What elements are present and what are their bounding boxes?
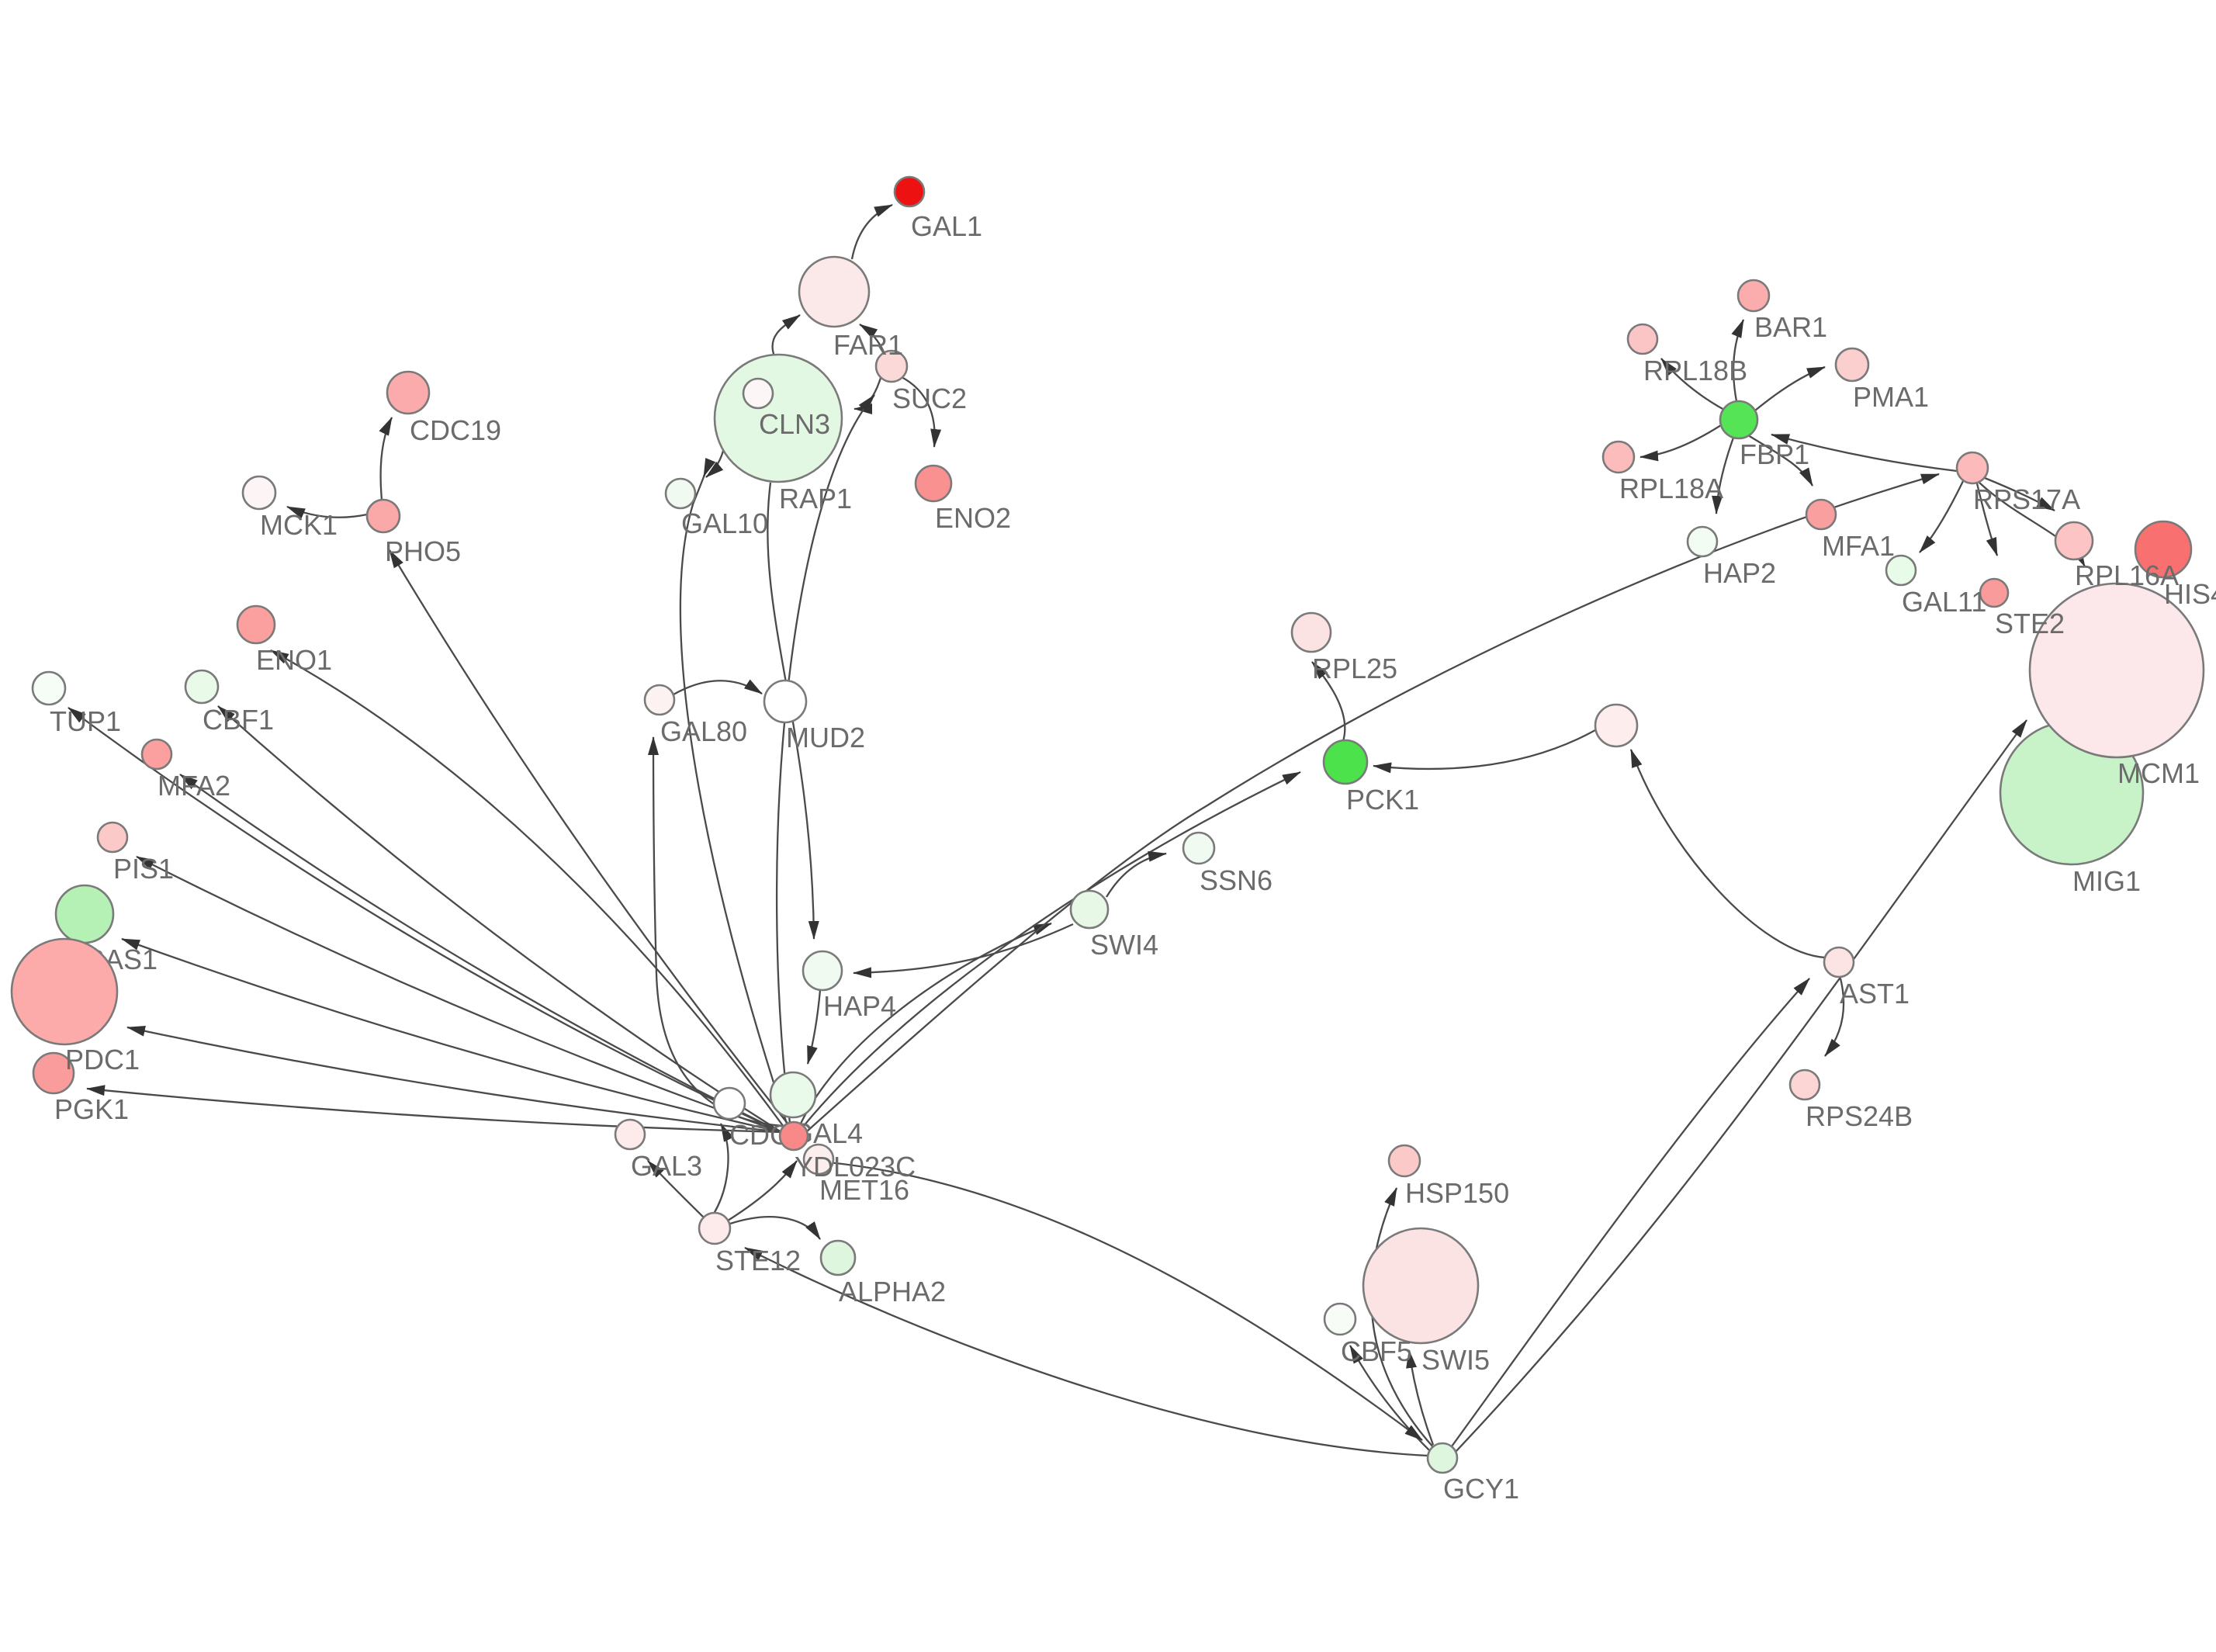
svg-text:RPS17A: RPS17A — [1973, 483, 2080, 515]
svg-text:HAP2: HAP2 — [1703, 557, 1776, 589]
svg-text:CBF1: CBF1 — [203, 704, 274, 736]
svg-text:RPL16A: RPL16A — [2075, 559, 2179, 591]
svg-text:GAL11: GAL11 — [1902, 586, 1986, 618]
svg-text:YDL023C: YDL023C — [795, 1151, 916, 1183]
svg-text:HSP150: HSP150 — [1405, 1177, 1509, 1209]
svg-text:STE2: STE2 — [1995, 608, 2065, 639]
svg-text:SUC2: SUC2 — [892, 383, 967, 414]
svg-text:GAL1: GAL1 — [911, 210, 982, 242]
svg-text:BAR1: BAR1 — [1754, 311, 1827, 343]
svg-text:MUD2: MUD2 — [786, 722, 865, 753]
svg-text:FBP1: FBP1 — [1740, 438, 1809, 470]
svg-text:SWI5: SWI5 — [1421, 1344, 1490, 1376]
svg-text:HAP4: HAP4 — [823, 990, 896, 1022]
svg-text:CBF5: CBF5 — [1341, 1335, 1412, 1367]
svg-text:GAL3: GAL3 — [631, 1150, 702, 1182]
svg-text:ALPHA2: ALPHA2 — [839, 1276, 946, 1307]
svg-text:FAR1: FAR1 — [833, 329, 903, 361]
svg-text:ENO1: ENO1 — [256, 644, 332, 676]
svg-text:RPL18A: RPL18A — [1619, 473, 1723, 504]
svg-text:PDC1: PDC1 — [65, 1044, 140, 1075]
svg-text:GAL10: GAL10 — [681, 507, 768, 539]
svg-text:GAL80: GAL80 — [660, 715, 747, 747]
svg-text:MIG1: MIG1 — [2072, 865, 2141, 897]
svg-text:RAP1: RAP1 — [779, 483, 852, 514]
svg-text:ENO2: ENO2 — [935, 502, 1011, 534]
svg-text:HIS4: HIS4 — [2164, 578, 2216, 610]
svg-text:AST1: AST1 — [1840, 978, 1910, 1010]
svg-text:RPL25: RPL25 — [1312, 653, 1397, 684]
svg-text:RPL18B: RPL18B — [1643, 355, 1747, 386]
svg-text:MFA1: MFA1 — [1822, 530, 1895, 562]
svg-text:TUP1: TUP1 — [50, 705, 121, 737]
svg-text:PHO5: PHO5 — [385, 535, 461, 567]
svg-text:PCK1: PCK1 — [1346, 784, 1419, 816]
svg-text:CDC19: CDC19 — [410, 414, 501, 446]
svg-text:PGK1: PGK1 — [54, 1093, 129, 1125]
svg-text:GCY1: GCY1 — [1443, 1473, 1519, 1505]
svg-text:STE12: STE12 — [715, 1245, 801, 1276]
svg-text:SWI4: SWI4 — [1090, 929, 1158, 961]
svg-text:SSN6: SSN6 — [1200, 864, 1272, 896]
svg-text:PIS1: PIS1 — [113, 853, 174, 885]
svg-text:MCM1: MCM1 — [2117, 757, 2200, 789]
svg-text:PMA1: PMA1 — [1853, 381, 1929, 413]
svg-text:CLN3: CLN3 — [759, 408, 830, 440]
svg-text:RPS24B: RPS24B — [1806, 1100, 1913, 1132]
svg-text:MCK1: MCK1 — [260, 509, 338, 541]
svg-text:MFA2: MFA2 — [158, 770, 230, 802]
svg-text:MET16: MET16 — [819, 1174, 909, 1206]
